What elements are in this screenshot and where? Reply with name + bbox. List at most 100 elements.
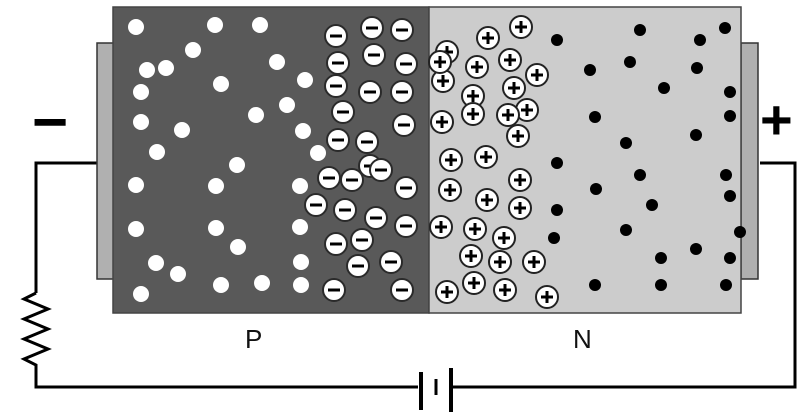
white-dot-icon — [208, 178, 224, 194]
plus-circle-icon — [459, 244, 483, 268]
minus-circle-icon — [379, 250, 403, 274]
positive-terminal-sign: + — [760, 88, 793, 151]
white-dot-icon — [139, 62, 155, 78]
plus-circle-icon — [535, 285, 559, 309]
plus-circle-icon — [465, 55, 489, 79]
minus-circle-icon — [326, 128, 350, 152]
black-dot-icon — [548, 232, 560, 244]
minus-circle-icon — [324, 24, 348, 48]
minus-circle-icon — [358, 80, 382, 104]
white-dot-icon — [293, 254, 309, 270]
minus-circle-icon — [317, 166, 341, 190]
minus-circle-icon — [390, 278, 414, 302]
minus-circle-icon — [369, 158, 393, 182]
minus-circle-icon — [394, 176, 418, 200]
black-dot-icon — [720, 169, 732, 181]
white-dot-icon — [128, 19, 144, 35]
white-dot-icon — [252, 17, 268, 33]
white-dot-icon — [128, 177, 144, 193]
black-dot-icon — [584, 64, 596, 76]
black-dot-icon — [655, 252, 667, 264]
black-dot-icon — [724, 86, 736, 98]
minus-circle-icon — [324, 232, 348, 256]
p-region-label: P — [245, 324, 263, 354]
black-dot-icon — [624, 56, 636, 68]
white-dot-icon — [229, 157, 245, 173]
plus-circle-icon — [509, 15, 533, 39]
minus-circle-icon — [304, 193, 328, 217]
white-dot-icon — [133, 286, 149, 302]
white-dot-icon — [128, 221, 144, 237]
resistor-icon — [20, 291, 52, 370]
white-dot-icon — [248, 107, 264, 123]
minus-circle-icon — [331, 100, 355, 124]
white-dot-icon — [293, 277, 309, 293]
minus-circle-icon — [390, 80, 414, 104]
black-dot-icon — [658, 82, 670, 94]
plus-circle-icon — [439, 148, 463, 172]
plus-circle-icon — [438, 178, 462, 202]
white-dot-icon — [149, 144, 165, 160]
black-dot-icon — [590, 183, 602, 195]
plus-circle-icon — [496, 103, 520, 127]
black-dot-icon — [655, 279, 667, 291]
plus-circle-icon — [430, 110, 454, 134]
white-dot-icon — [292, 219, 308, 235]
white-dot-icon — [148, 255, 164, 271]
minus-circle-icon — [326, 51, 350, 75]
minus-circle-icon — [324, 74, 348, 98]
white-dot-icon — [207, 17, 223, 33]
negative-terminal-sign: − — [32, 88, 69, 157]
white-dot-icon — [295, 123, 311, 139]
white-dot-icon — [269, 54, 285, 70]
plus-circle-icon — [492, 226, 516, 250]
plus-circle-icon — [515, 98, 539, 122]
white-dot-icon — [133, 114, 149, 130]
carrier-layer — [128, 15, 746, 309]
minus-circle-icon — [355, 130, 379, 154]
plus-circle-icon — [429, 215, 453, 239]
plus-circle-icon — [463, 217, 487, 241]
minus-circle-icon — [394, 214, 418, 238]
plus-circle-icon — [502, 76, 526, 100]
right-contact — [740, 42, 759, 280]
white-dot-icon — [174, 122, 190, 138]
white-dot-icon — [230, 239, 246, 255]
black-dot-icon — [634, 169, 646, 181]
plus-circle-icon — [525, 63, 549, 87]
black-dot-icon — [720, 279, 732, 291]
white-dot-icon — [297, 72, 313, 88]
black-dot-icon — [589, 111, 601, 123]
minus-circle-icon — [333, 198, 357, 222]
minus-circle-icon — [390, 18, 414, 42]
left-contact — [96, 42, 115, 280]
white-dot-icon — [254, 275, 270, 291]
plus-circle-icon — [498, 48, 522, 72]
minus-circle-icon — [346, 254, 370, 278]
black-dot-icon — [646, 199, 658, 211]
white-dot-icon — [208, 220, 224, 236]
black-dot-icon — [551, 157, 563, 169]
black-dot-icon — [690, 129, 702, 141]
white-dot-icon — [170, 266, 186, 282]
black-dot-icon — [620, 137, 632, 149]
circuit-wire — [34, 161, 797, 389]
black-dot-icon — [719, 22, 731, 34]
black-dot-icon — [551, 204, 563, 216]
white-dot-icon — [310, 145, 326, 161]
black-dot-icon — [634, 24, 646, 36]
minus-circle-icon — [362, 43, 386, 67]
plus-circle-icon — [522, 250, 546, 274]
plus-circle-icon — [488, 250, 512, 274]
black-dot-icon — [694, 34, 706, 46]
plus-circle-icon — [474, 145, 498, 169]
minus-circle-icon — [392, 113, 416, 137]
plus-circle-icon — [476, 26, 500, 50]
plus-circle-icon — [435, 280, 459, 304]
black-dot-icon — [551, 34, 563, 46]
white-dot-icon — [133, 84, 149, 100]
plus-circle-icon — [475, 188, 499, 212]
black-dot-icon — [690, 243, 702, 255]
plus-circle-icon — [508, 196, 532, 220]
